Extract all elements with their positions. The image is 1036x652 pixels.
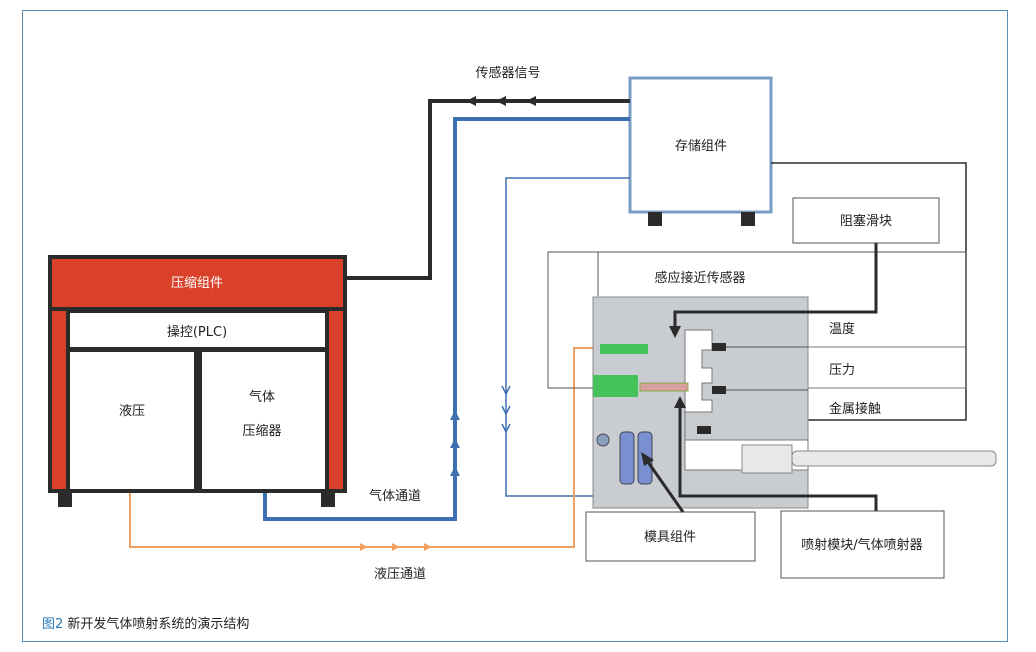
temperature-label: 温度 [829, 321, 855, 337]
storage-foot [648, 212, 662, 226]
sensor-signal-label: 传感器信号 [475, 65, 540, 81]
storage-label: 存储组件 [675, 139, 727, 154]
hydraulic-panel [70, 352, 194, 489]
signal-arrows [466, 96, 536, 106]
mold-pointer [646, 461, 685, 513]
sensor-signal-line [347, 99, 630, 280]
injection-unit-box [780, 510, 945, 579]
hydraulic-arrows [360, 543, 432, 551]
figure-caption: 图2 新开发气体喷射系统的演示结构 [42, 613, 249, 632]
cabinet-foot [58, 493, 72, 507]
storage-unit [628, 76, 773, 226]
gas-injector-green [593, 375, 638, 397]
compression-cabinet [48, 255, 347, 507]
pressure-sensor [712, 386, 726, 394]
mold-unit-box [585, 511, 756, 562]
mold-block [592, 296, 809, 509]
valve [596, 433, 610, 447]
plc-label: 操控(PLC) [167, 324, 227, 340]
gas-channel-line [263, 117, 630, 521]
ejector-head [741, 444, 793, 474]
green-nozzle [600, 344, 648, 354]
injection-pointer [678, 404, 878, 511]
metal-contact-label: 金属接触 [829, 401, 881, 417]
gas-compressor-panel [202, 352, 325, 489]
proximity-sensor-label: 感应接近传感器 [654, 270, 745, 286]
gas-channel-label: 气体通道 [369, 488, 421, 504]
hydraulic-label: 液压 [119, 404, 145, 419]
hydraulic-channel-label: 液压通道 [374, 567, 426, 582]
mold-unit-label: 模具组件 [644, 530, 696, 545]
metal-contact-sensor [697, 426, 711, 434]
block-slider-label: 阻塞滑块 [840, 213, 892, 229]
figure-frame [22, 10, 1008, 642]
pin [639, 382, 689, 392]
compression-unit-label: 压缩组件 [171, 275, 223, 291]
return-line [505, 177, 630, 497]
compressor-label: 压缩器 [242, 423, 281, 439]
caption-text: 新开发气体喷射系统的演示结构 [67, 617, 250, 632]
cabinet-foot [321, 493, 335, 507]
caption-number: 图2 [42, 617, 64, 632]
pressure-label: 压力 [829, 363, 855, 378]
hydraulic-channel-line [129, 347, 594, 548]
return-arrows [501, 385, 511, 434]
plc-panel [70, 313, 325, 347]
ejector-rod [791, 450, 997, 467]
slider-pointer [673, 243, 878, 330]
cylinder [619, 431, 635, 485]
injection-unit-label: 喷射模块/气体喷射器 [801, 537, 922, 553]
block-slider-box [792, 197, 940, 244]
compression-unit-bar [52, 259, 343, 307]
gas-channel-arrows [450, 410, 460, 476]
storage-foot [741, 212, 755, 226]
gas-label: 气体 [249, 389, 275, 405]
temperature-sensor [712, 343, 726, 351]
